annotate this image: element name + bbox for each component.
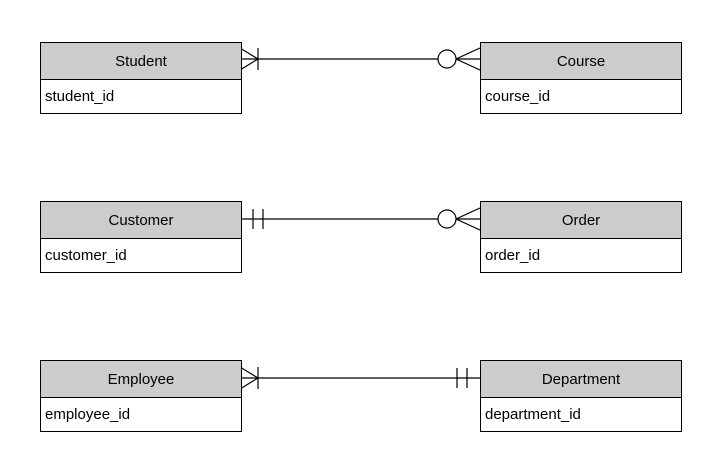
- entity-attribute-row[interactable]: department_id: [481, 398, 681, 431]
- zero-or-many-crows-foot-icon: [437, 47, 481, 71]
- entity-header[interactable]: Course: [481, 43, 681, 80]
- entity-department[interactable]: Department department_id: [480, 360, 682, 432]
- entity-name-label: Course: [556, 52, 606, 70]
- attribute-name-label: employee_id: [45, 406, 131, 423]
- entity-student[interactable]: Student student_id: [40, 42, 242, 114]
- connector-student-course[interactable]: [239, 47, 481, 71]
- connector-employee-department[interactable]: [239, 366, 480, 390]
- entity-header[interactable]: Department: [481, 361, 681, 398]
- entity-customer[interactable]: Customer customer_id: [40, 201, 242, 273]
- attribute-name-label: order_id: [485, 247, 541, 264]
- attribute-name-label: student_id: [45, 88, 115, 105]
- entity-header[interactable]: Order: [481, 202, 681, 239]
- entity-order[interactable]: Order order_id: [480, 201, 682, 273]
- entity-header[interactable]: Student: [41, 43, 241, 80]
- one-or-many-crows-foot-icon: [239, 366, 260, 390]
- entity-name-label: Order: [561, 211, 601, 229]
- entity-attribute-row[interactable]: customer_id: [41, 239, 241, 272]
- entity-header[interactable]: Employee: [41, 361, 241, 398]
- entity-employee[interactable]: Employee employee_id: [40, 360, 242, 432]
- entity-header[interactable]: Customer: [41, 202, 241, 239]
- one-and-only-one-bars-icon: [252, 209, 264, 229]
- connector-customer-order[interactable]: [240, 207, 481, 231]
- attribute-name-label: customer_id: [45, 247, 127, 264]
- entity-name-label: Customer: [108, 211, 174, 229]
- attribute-name-label: course_id: [485, 88, 551, 105]
- one-and-only-one-bars-icon: [456, 368, 468, 388]
- entity-name-label: Student: [115, 52, 167, 70]
- entity-attribute-row[interactable]: employee_id: [41, 398, 241, 431]
- entity-name-label: Department: [541, 370, 621, 388]
- one-or-many-crows-foot-icon: [239, 47, 260, 71]
- entity-course[interactable]: Course course_id: [480, 42, 682, 114]
- entity-name-label: Employee: [107, 370, 175, 388]
- zero-or-many-crows-foot-icon: [437, 207, 481, 231]
- entity-attribute-row[interactable]: course_id: [481, 80, 681, 113]
- entity-attribute-row[interactable]: order_id: [481, 239, 681, 272]
- attribute-name-label: department_id: [485, 406, 581, 423]
- entity-attribute-row[interactable]: student_id: [41, 80, 241, 113]
